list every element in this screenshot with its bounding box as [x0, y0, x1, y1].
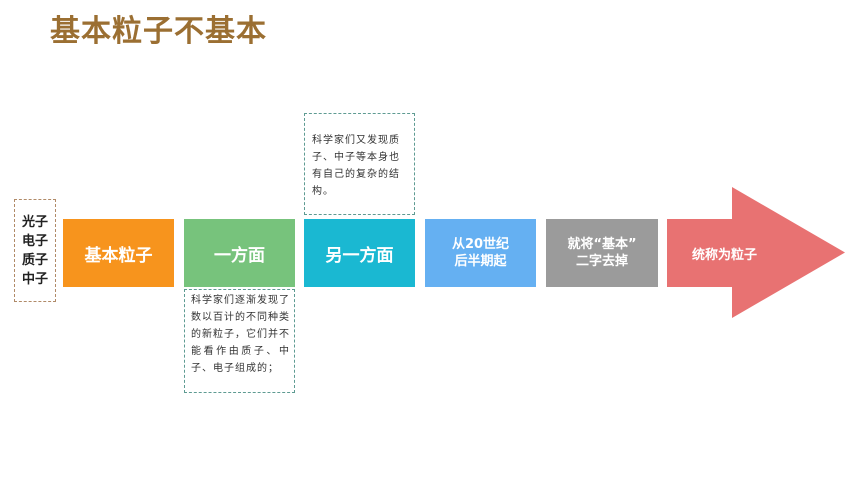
- particle-list: 光子 电子 质子 中子: [14, 199, 56, 302]
- from-20th-century-box: 从20世纪 后半期起: [425, 219, 536, 287]
- on-other-hand-box: 另一方面: [304, 219, 415, 287]
- basic-particles-box: 基本粒子: [63, 219, 174, 287]
- from-20th-century-line2: 后半期起: [454, 254, 507, 269]
- particle-electron: 电子: [21, 233, 48, 249]
- from-20th-century-line1: 从20世纪: [451, 237, 510, 252]
- one-hand-note: 科学家们逐渐发现了数以百计的不同种类的新粒子，它们并不能看作由质子、中子、电子组…: [184, 289, 295, 393]
- remove-basic-line2: 二字去掉: [575, 254, 628, 269]
- page-title: 基本粒子不基本: [50, 14, 267, 49]
- particle-neutron: 中子: [21, 271, 48, 287]
- remove-basic-line1: 就将“基本”: [567, 237, 637, 252]
- remove-basic-box: 就将“基本” 二字去掉: [546, 219, 658, 287]
- particle-proton: 质子: [21, 252, 48, 268]
- collectively-particles-label: 统称为粒子: [691, 247, 757, 263]
- other-hand-note: 科学家们又发现质子、中子等本身也有自己的复杂的结构。: [304, 113, 415, 215]
- final-arrow-shape: [667, 187, 845, 318]
- on-one-hand-box: 一方面: [184, 219, 295, 287]
- particle-photon: 光子: [21, 214, 48, 230]
